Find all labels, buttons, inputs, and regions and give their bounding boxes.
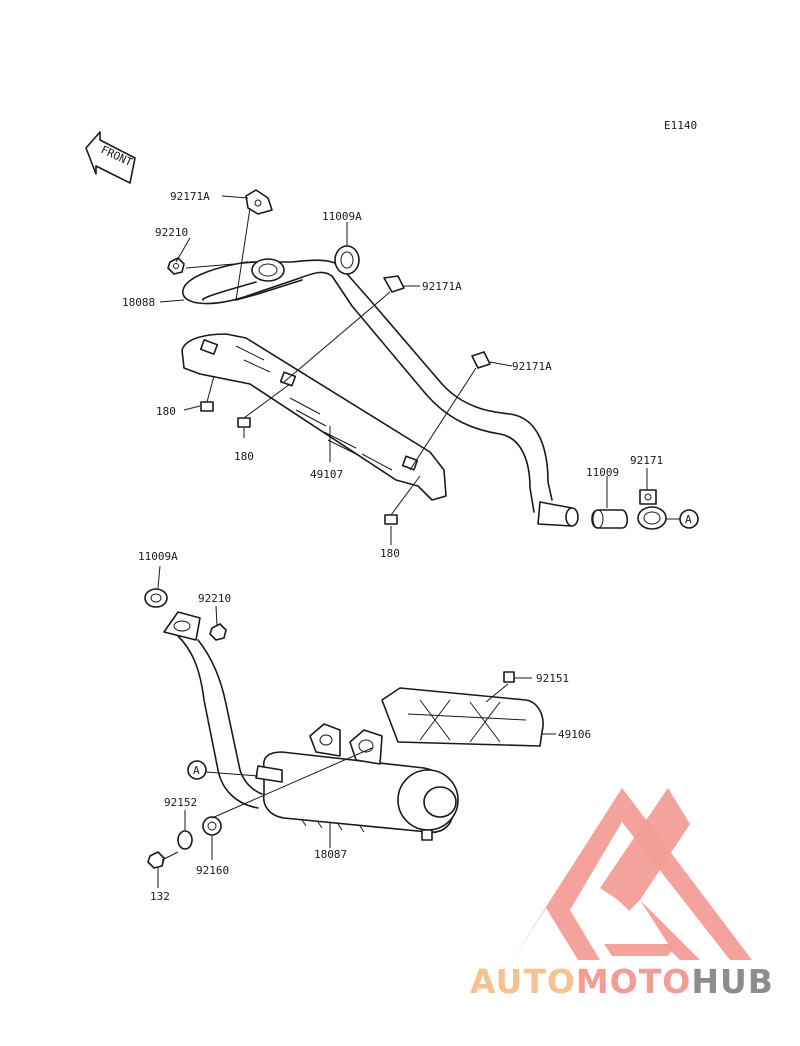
logo-text-auto: AUTO <box>470 962 576 1001</box>
callout-92171A-mid: 92171A <box>422 280 462 293</box>
bolt-180-b <box>237 417 251 428</box>
bolt-180-c <box>384 514 398 525</box>
callout-18087: 18087 <box>314 848 347 861</box>
nut-92210-top <box>167 257 185 275</box>
reference-a-bottom: A <box>187 760 207 780</box>
nut-92210-bottom <box>209 623 227 641</box>
bolt-92151 <box>503 671 515 683</box>
front-arrow-icon: FRONT <box>85 131 136 184</box>
callout-92210-bottom: 92210 <box>198 592 231 605</box>
automotohub-logo: AUTOMOTOHUB <box>470 788 774 1001</box>
bolt-132 <box>147 851 179 869</box>
muffler-18087 <box>255 723 459 841</box>
callout-92151: 92151 <box>536 672 569 685</box>
logo-text-hub: HUB <box>691 962 774 1001</box>
callout-11009A-top: 11009A <box>322 210 362 223</box>
gasket-11009A-top <box>334 245 360 275</box>
callout-49107: 49107 <box>310 468 343 481</box>
callout-92152: 92152 <box>164 796 197 809</box>
gasket-11009A-bottom <box>144 588 168 608</box>
bracket-92171A-top <box>245 189 273 215</box>
exhaust-pipe-18088 <box>182 258 579 527</box>
callout-180-c: 180 <box>380 547 400 560</box>
upper-leader-lines <box>159 195 680 545</box>
bracket-92171A-right <box>471 351 491 369</box>
lower-leader-lines <box>157 565 556 888</box>
heat-guard-49106 <box>381 687 544 747</box>
callout-180-a: 180 <box>156 405 176 418</box>
bolt-180-a <box>200 375 215 412</box>
head-pipe <box>163 611 263 809</box>
washer-92152 <box>177 830 193 850</box>
callout-92171A-right: 92171A <box>512 360 552 373</box>
logo-text: AUTOMOTOHUB <box>470 962 774 1001</box>
callout-49106: 49106 <box>558 728 591 741</box>
diagram-code: E1140 <box>664 119 697 132</box>
callout-92171: 92171 <box>630 454 663 467</box>
reference-a-bottom-label: A <box>193 764 200 777</box>
callout-92171A-top: 92171A <box>170 190 210 203</box>
logo-triangle-mark <box>512 788 752 960</box>
callout-180-b: 180 <box>234 450 254 463</box>
callout-18088: 18088 <box>122 296 155 309</box>
callout-11009A-bottom: 11009A <box>138 550 178 563</box>
callout-92160: 92160 <box>196 864 229 877</box>
bracket-92171A-mid <box>383 275 405 293</box>
clamp-92171 <box>637 489 667 530</box>
gasket-11009 <box>591 509 629 529</box>
logo-text-moto: MOTO <box>576 962 691 1001</box>
grommet-92160 <box>202 816 222 836</box>
reference-a-top-label: A <box>685 513 692 526</box>
callout-92210-top: 92210 <box>155 226 188 239</box>
heat-guard-49107 <box>181 333 447 501</box>
callout-132: 132 <box>150 890 170 903</box>
callout-11009: 11009 <box>586 466 619 479</box>
reference-a-top: A <box>679 509 699 529</box>
